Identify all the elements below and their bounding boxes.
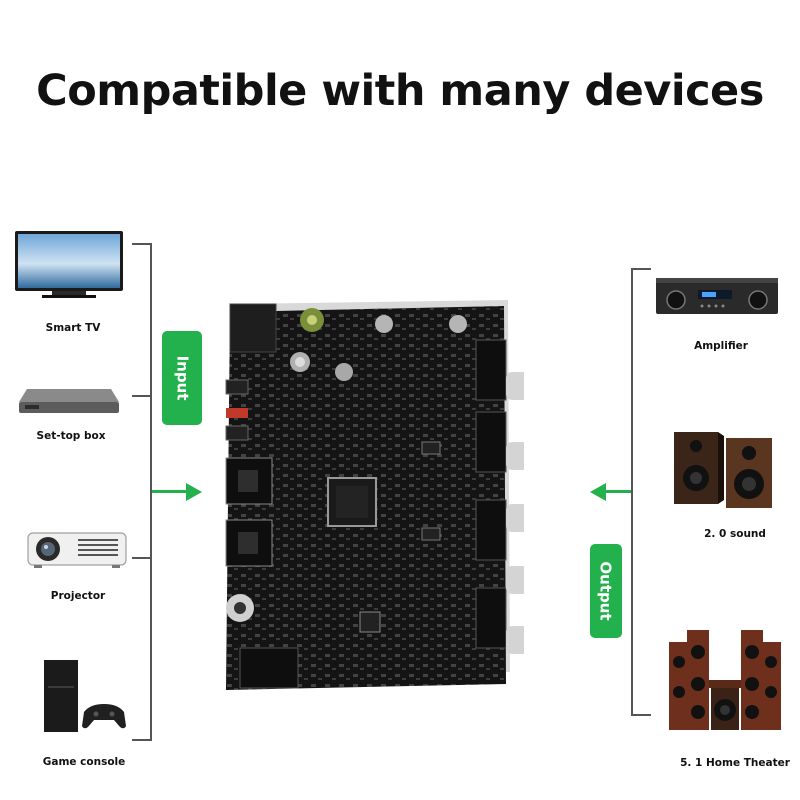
output-bracket-tick [631,714,651,716]
input-tag: Input [162,331,202,425]
headline: Compatible with many devices [36,66,764,116]
tv-icon [15,231,123,298]
device-label-stereo: 2. 0 sound [704,528,766,540]
device-label-smart-tv: Smart TV [45,322,101,334]
device-label-set-top-box: Set-top box [36,430,106,442]
input-bracket-tick [132,395,152,397]
output-bracket-line [631,268,633,716]
amplifier-icon [656,278,778,314]
device-label-game-console: Game console [42,756,126,768]
input-bracket-tick [132,739,152,741]
output-bracket-tick [631,268,651,270]
device-label-home-theater: 5. 1 Home Theater [680,757,790,769]
projector-icon [27,532,127,568]
set-top-box-icon [19,389,119,413]
output-arrow-line [606,490,631,493]
circuit-board-image [225,300,524,690]
output-tag: Output [590,544,622,638]
output-arrow-icon [590,483,606,501]
output-tag-label: Output [597,561,615,621]
input-arrow-line [152,490,188,493]
input-bracket-line [150,243,152,741]
game-console-icon [44,660,126,732]
device-label-amplifier: Amplifier [694,340,748,352]
input-bracket-tick [132,243,152,245]
input-tag-label: Input [173,355,192,401]
stereo-speakers-icon [674,432,772,508]
home-theater-icon [669,630,781,730]
input-bracket-tick [132,557,152,559]
device-label-projector: Projector [50,590,106,602]
input-arrow-icon [186,483,202,501]
